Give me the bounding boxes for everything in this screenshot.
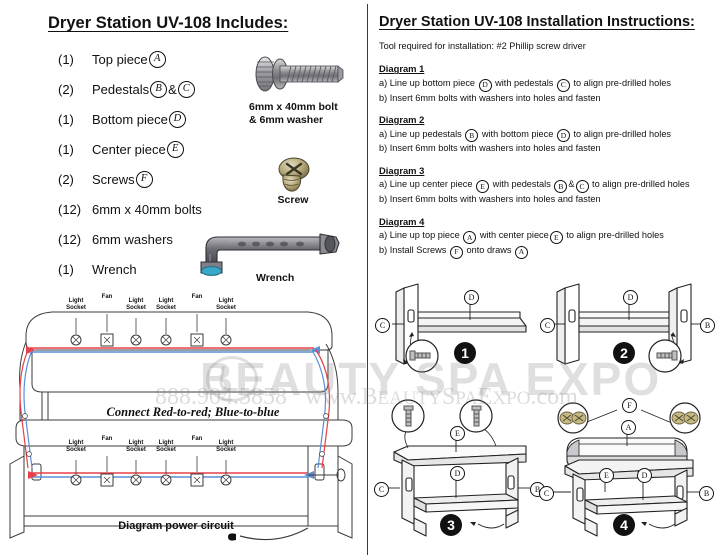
diagram-3-step-b: b) Insert 6mm bolts with washers into ho… bbox=[379, 194, 601, 205]
wrench-image bbox=[184, 228, 342, 276]
diagram-4-step-b: b) Install Screws F onto draws A bbox=[379, 244, 699, 259]
callout-label: F bbox=[622, 398, 637, 413]
diagram-2-title: Diagram 2 bbox=[379, 114, 425, 126]
diagram-1-step-a: a) Line up bottom piece D with pedestals… bbox=[379, 77, 699, 92]
diagram-1-step-b: b) Insert 6mm bolts with washers into ho… bbox=[379, 92, 601, 103]
part-code-badge: B bbox=[150, 80, 168, 98]
part-code-badge: D bbox=[168, 110, 186, 128]
part-code-badge-2: C bbox=[177, 80, 195, 98]
callout-label: D bbox=[450, 466, 465, 481]
part-name: 6mm washers bbox=[92, 231, 173, 247]
right-panel-heading: Dryer Station UV-108 Installation Instru… bbox=[379, 14, 695, 30]
part-name: 6mm x 40mm bolts bbox=[92, 201, 202, 217]
list-item: (1) Center piece E bbox=[58, 134, 288, 164]
diagram-3-instructions: Diagram 3 a) Line up center piece E with… bbox=[379, 164, 699, 207]
circuit-label: Light Socket bbox=[216, 298, 236, 311]
circuit-label: Light Socket bbox=[156, 298, 176, 311]
diagram-4-step-a: a) Line up top piece A with center piece… bbox=[379, 229, 699, 244]
part-qty: (2) bbox=[58, 81, 74, 97]
part-code-separator: & bbox=[168, 81, 177, 97]
part-code-badge: E bbox=[166, 140, 184, 158]
circuit-label: Light Socket bbox=[216, 440, 236, 453]
callout-label: C bbox=[375, 318, 390, 333]
left-panel-heading: Dryer Station UV-108 Includes: bbox=[48, 14, 289, 32]
diagram-1-instructions: Diagram 1 a) Line up bottom piece D with… bbox=[379, 62, 699, 105]
part-name: Screws bbox=[92, 171, 135, 187]
part-name: Top piece bbox=[92, 51, 148, 67]
list-item: (12) 6mm washers bbox=[58, 224, 288, 254]
part-qty: (1) bbox=[58, 111, 74, 127]
diagram-1-title: Diagram 1 bbox=[379, 63, 425, 75]
diagram-number-badge: 3 bbox=[440, 514, 462, 536]
part-name: Pedestals bbox=[92, 81, 150, 97]
part-name: Center piece bbox=[92, 141, 166, 157]
callout-label: C bbox=[540, 318, 555, 333]
list-item: (12) 6mm x 40mm bolts bbox=[58, 194, 288, 224]
diagram-3-title: Diagram 3 bbox=[379, 164, 425, 176]
list-item: (1) Bottom piece D bbox=[58, 104, 288, 134]
callout-label: D bbox=[637, 468, 652, 483]
diagram-4-instructions: Diagram 4 a) Line up top piece A with ce… bbox=[379, 215, 699, 259]
list-item: (2) Pedestals B & C bbox=[58, 74, 288, 104]
diagram-number-badge: 4 bbox=[613, 514, 635, 536]
part-qty: (1) bbox=[58, 261, 74, 277]
parts-list: (1) Top piece A (2) Pedestals B & C (1) … bbox=[58, 44, 288, 284]
circuit-label: Fan bbox=[191, 294, 203, 300]
part-qty: (2) bbox=[58, 171, 74, 187]
part-qty: (12) bbox=[58, 201, 82, 217]
wiring-note: Connect Red-to-red; Blue-to-blue bbox=[106, 405, 280, 419]
installation-instructions: Tool required for installation: #2 Phill… bbox=[379, 40, 699, 267]
assembly-diagram-3: C E D B 3 bbox=[374, 396, 545, 546]
circuit-caption: Diagram power circuit bbox=[118, 520, 234, 532]
circuit-label: Fan bbox=[191, 436, 203, 442]
assembly-diagram-1: C D 1 bbox=[375, 282, 538, 382]
circuit-label: Light Socket bbox=[66, 298, 86, 311]
part-qty: (1) bbox=[58, 51, 74, 67]
circuit-label: Fan bbox=[101, 294, 113, 300]
diagram-number-badge: 2 bbox=[613, 342, 635, 364]
part-name: Wrench bbox=[92, 261, 137, 277]
diagram-2-step-a: a) Line up pedestals B with bottom piece… bbox=[379, 128, 699, 143]
bolt-washer-image bbox=[247, 50, 352, 102]
power-circuit-diagram: Light Socket Fan Light Socket Light Sock… bbox=[8, 288, 360, 556]
circuit-label: Light Socket bbox=[126, 440, 146, 453]
panel-divider bbox=[367, 4, 368, 555]
callout-label: C bbox=[374, 482, 389, 497]
list-item: (1) Wrench bbox=[58, 254, 288, 284]
part-qty: (12) bbox=[58, 231, 82, 247]
circuit-label: Light Socket bbox=[156, 440, 176, 453]
diagram-2-step-b: b) Insert 6mm bolts with washers into ho… bbox=[379, 143, 601, 154]
part-code-badge: A bbox=[148, 50, 166, 68]
wrench-caption: Wrench bbox=[256, 272, 295, 284]
bolt-washer-caption: 6mm x 40mm bolt & 6mm washer bbox=[249, 101, 338, 127]
callout-label: E bbox=[599, 468, 614, 483]
callout-label: A bbox=[621, 420, 636, 435]
part-qty: (1) bbox=[58, 141, 74, 157]
screw-image bbox=[271, 155, 315, 195]
circuit-label: Light Socket bbox=[66, 440, 86, 453]
callout-label: D bbox=[623, 290, 638, 305]
callout-label: B bbox=[700, 318, 715, 333]
callout-label: D bbox=[464, 290, 479, 305]
diagram-number-badge: 1 bbox=[454, 342, 476, 364]
circuit-label: Fan bbox=[101, 436, 113, 442]
list-item: (1) Top piece A bbox=[58, 44, 288, 74]
part-code-badge: F bbox=[135, 170, 153, 188]
callout-label: B bbox=[699, 486, 714, 501]
tool-requirement: Tool required for installation: #2 Phill… bbox=[379, 41, 586, 51]
callout-label: E bbox=[450, 426, 465, 441]
diagram-3-step-a: a) Line up center piece E with pedestals… bbox=[379, 178, 699, 194]
part-name: Bottom piece bbox=[92, 111, 168, 127]
screw-caption: Screw bbox=[277, 194, 309, 206]
assembly-diagram-4: C F A E D B 4 bbox=[539, 396, 714, 546]
diagram-4-title: Diagram 4 bbox=[379, 215, 425, 227]
callout-label: C bbox=[539, 486, 554, 501]
list-item: (2) Screws F bbox=[58, 164, 288, 194]
circuit-label: Light Socket bbox=[126, 298, 146, 311]
assembly-diagram-2: C D B 2 bbox=[540, 282, 715, 382]
diagram-2-instructions: Diagram 2 a) Line up pedestals B with bo… bbox=[379, 113, 699, 156]
